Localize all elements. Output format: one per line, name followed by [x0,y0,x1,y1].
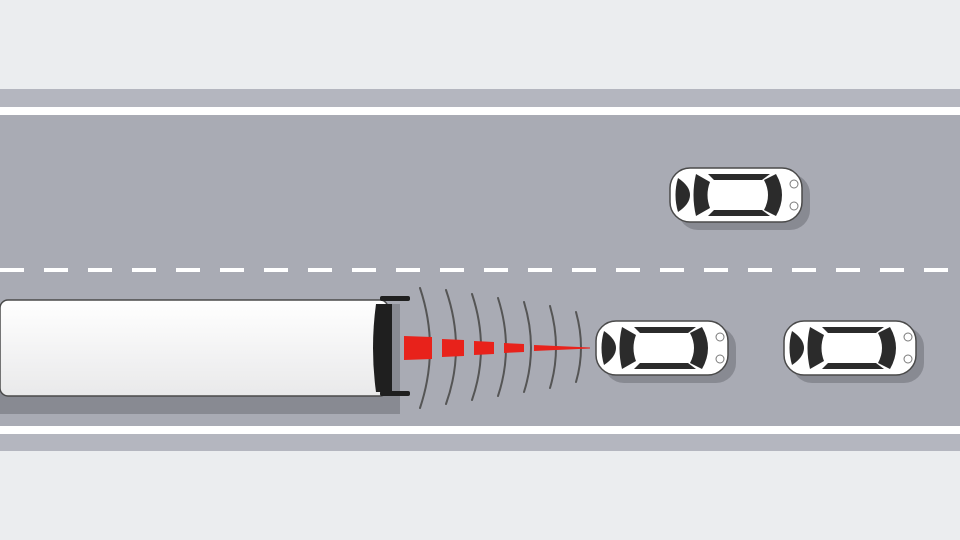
laser-beam-icon [404,336,590,360]
top-shoulder [0,89,960,107]
car-icon [783,320,925,384]
bottom-shoulder [0,434,960,451]
top-edge-line [0,107,960,115]
bottom-edge-line [0,426,960,434]
truck-icon [0,296,410,414]
car-icon [595,320,737,384]
car-icon [669,167,811,231]
